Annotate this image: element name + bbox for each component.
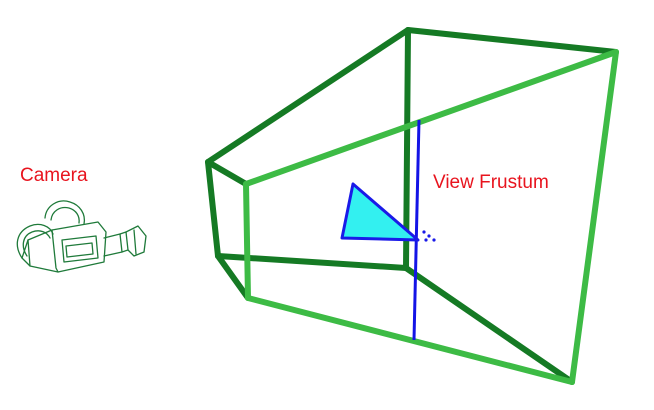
camera-label: Camera — [20, 165, 88, 186]
camera-body-edge-left — [27, 239, 31, 267]
camera-lens-ring — [119, 231, 129, 253]
camera-panel — [61, 235, 99, 263]
triangle-object — [340, 182, 420, 242]
view-frustum-label: View Frustum — [433, 172, 549, 193]
camera-icon — [16, 200, 147, 273]
camera-body-edge — [51, 229, 59, 273]
frustum-edge-near-bottom-left — [215, 253, 251, 301]
camera-lens-hood — [125, 225, 147, 257]
camera-reel-left-inner — [22, 230, 51, 257]
camera-lens-hood-edge — [133, 229, 137, 255]
frustum-edge-top-left — [205, 27, 411, 165]
frustum-edge-bottom-right — [245, 295, 575, 385]
frustum-edge-near-top-left — [205, 159, 249, 187]
triangle-fragment-dots — [422, 230, 436, 242]
camera-reel-right — [44, 200, 86, 225]
frustum-edge-far-bottom — [403, 265, 575, 385]
frustum-edge-top-right — [243, 49, 619, 187]
view-frustum-wireframe — [205, 27, 619, 385]
camera-body — [21, 221, 107, 273]
frustum-edge-far-top — [405, 27, 619, 55]
frustum-edge-near-right — [243, 181, 251, 301]
camera-reel-right-inner — [50, 206, 80, 224]
camera-lens-barrel — [103, 233, 123, 257]
frustum-edge-near-left — [205, 159, 221, 259]
camera-panel-inner — [65, 242, 94, 258]
frustum-edge-far-right — [569, 49, 619, 385]
clip-plane-line — [412, 119, 421, 341]
camera-reel-left — [16, 223, 54, 259]
